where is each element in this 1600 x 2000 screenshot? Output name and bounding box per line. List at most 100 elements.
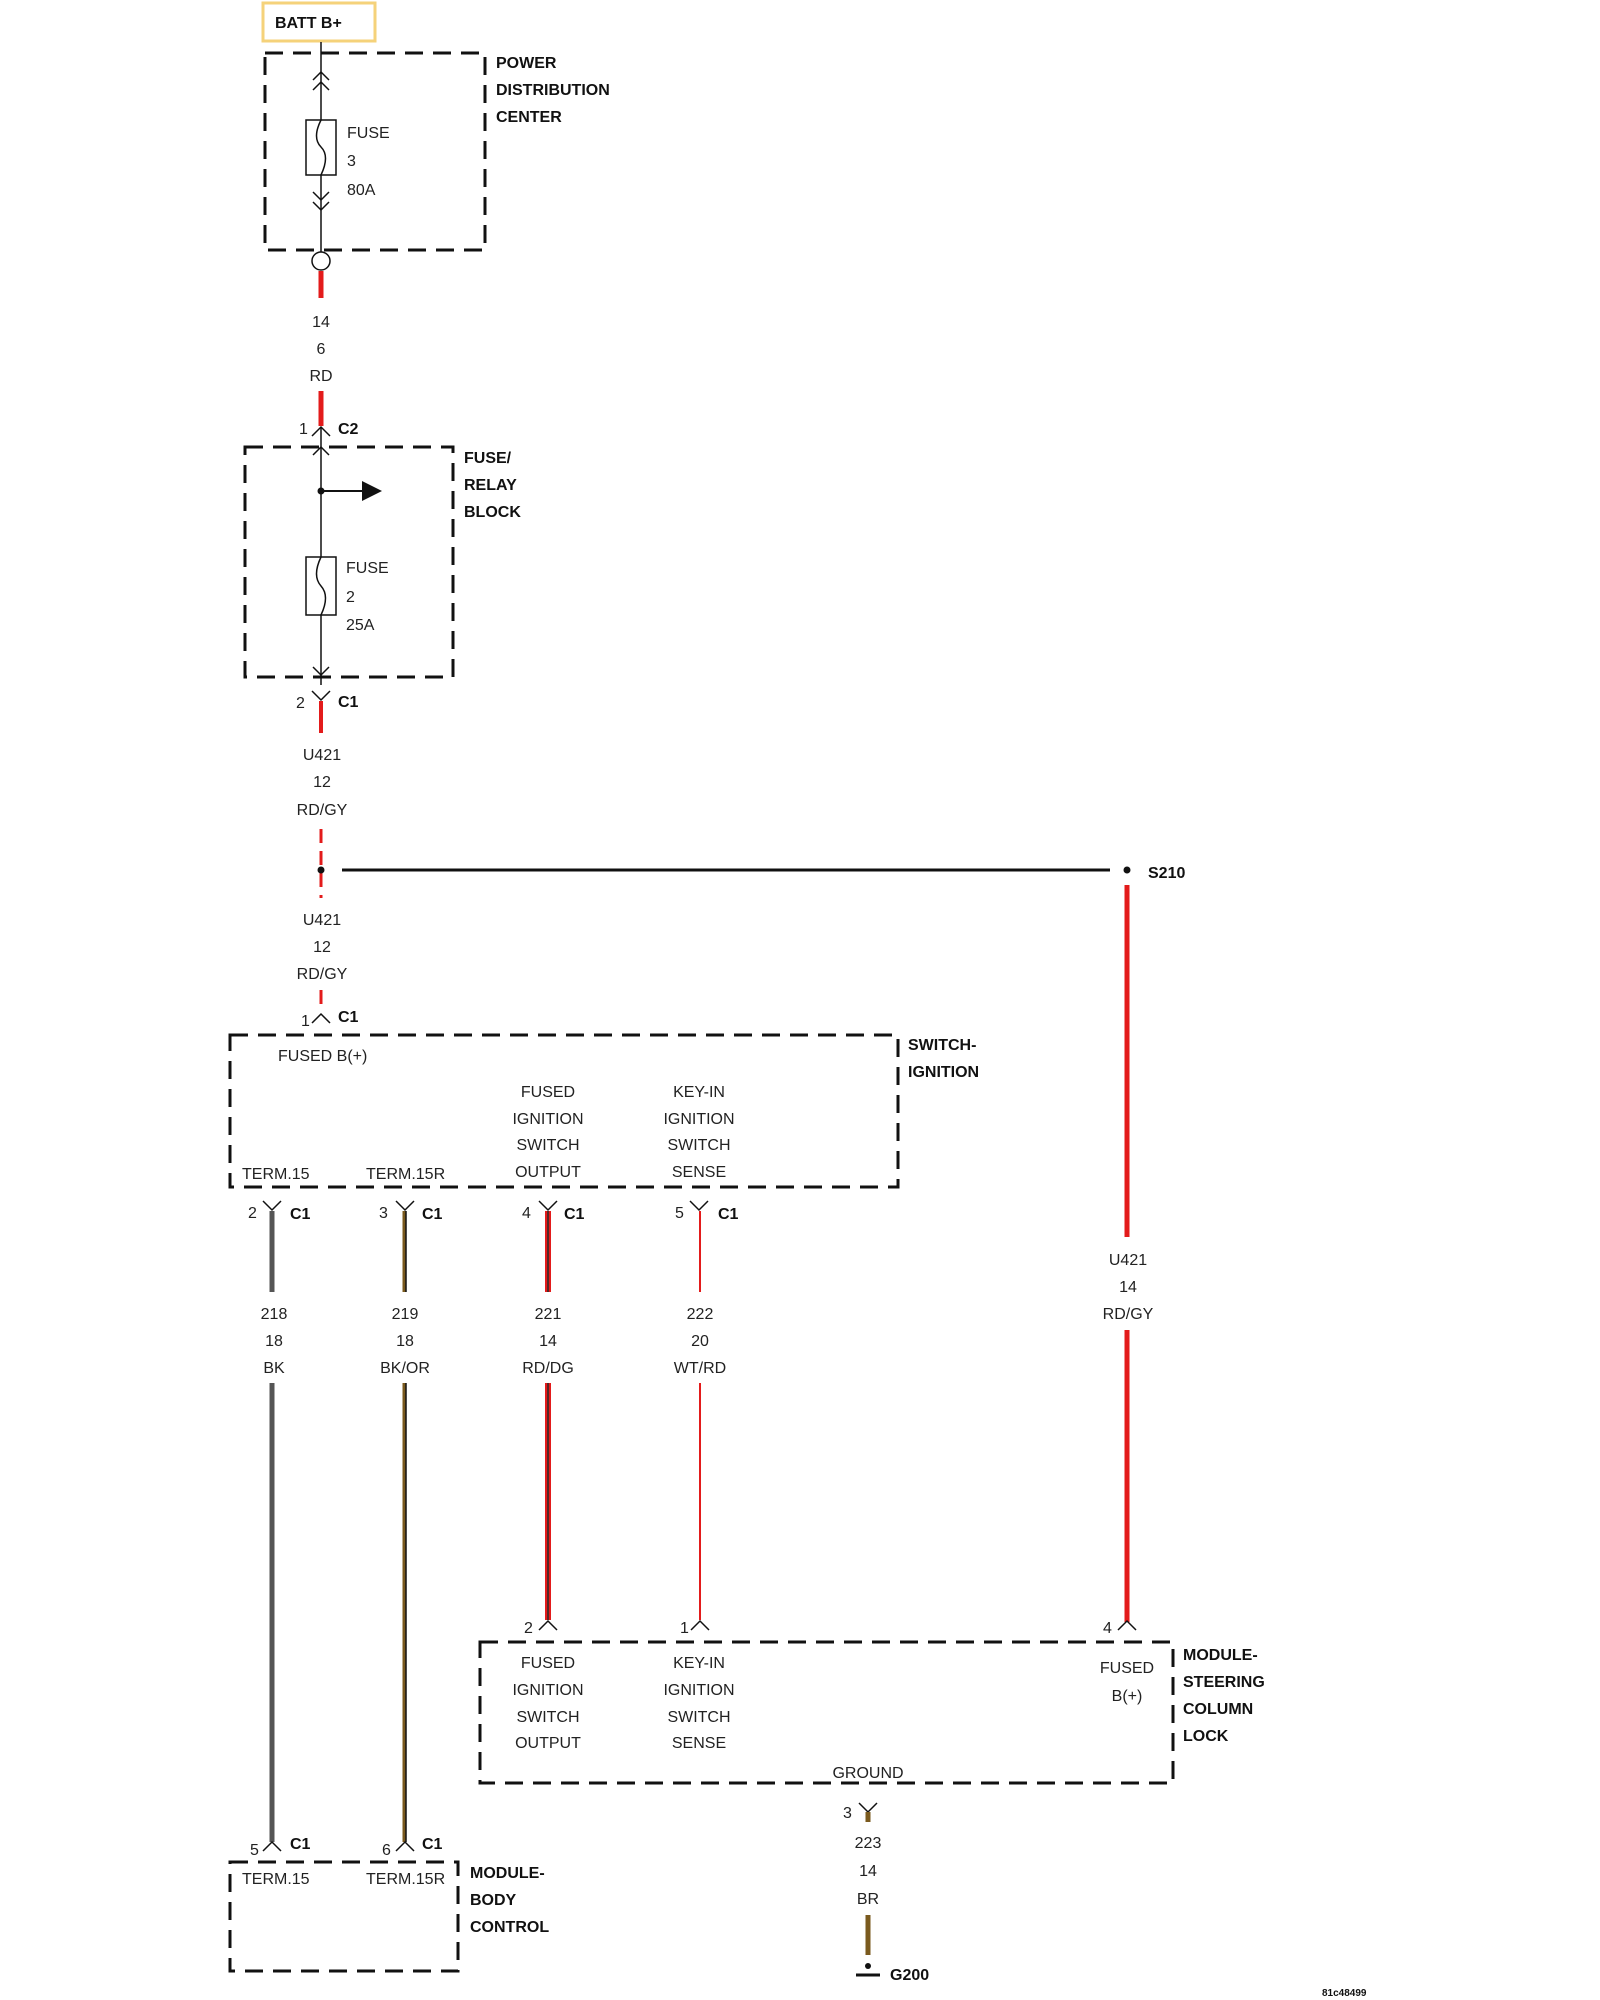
- steering-lock-module-name: MODULE- STEERING COLUMN LOCK: [1183, 1647, 1265, 1745]
- svg-text:18: 18: [396, 1333, 414, 1350]
- svg-text:C1: C1: [290, 1206, 311, 1223]
- svg-text:5: 5: [675, 1205, 684, 1222]
- svg-text:MODULE-: MODULE-: [470, 1865, 545, 1882]
- ground-icon: [856, 1963, 880, 1977]
- pdc-box: [263, 51, 487, 252]
- body-control-module-box: [228, 1860, 460, 1973]
- svg-text:TERM.15: TERM.15: [242, 1166, 310, 1183]
- switch-keyin-label: KEY-IN IGNITION SWITCH SENSE: [663, 1084, 734, 1181]
- svg-text:25A: 25A: [346, 617, 375, 634]
- svg-text:12: 12: [313, 774, 331, 791]
- svg-text:14: 14: [539, 1333, 557, 1350]
- svg-text:18: 18: [265, 1333, 283, 1350]
- svg-text:20: 20: [691, 1333, 709, 1350]
- svg-text:RD: RD: [309, 368, 332, 385]
- svg-text:BR: BR: [857, 1891, 879, 1908]
- batt-box: [261, 1, 377, 43]
- svg-text:C1: C1: [564, 1206, 585, 1223]
- svg-text:SENSE: SENSE: [672, 1164, 726, 1181]
- svg-text:KEY-IN: KEY-IN: [673, 1655, 725, 1672]
- svg-text:2: 2: [296, 695, 305, 712]
- svg-text:219: 219: [392, 1306, 419, 1323]
- bcm-pins: 5 C1 6 C1: [250, 1836, 443, 1859]
- svg-text:SWITCH: SWITCH: [667, 1137, 730, 1154]
- svg-text:B(+): B(+): [1112, 1688, 1143, 1705]
- svg-text:14: 14: [312, 314, 330, 331]
- svg-text:IGNITION: IGNITION: [663, 1682, 734, 1699]
- svg-text:2: 2: [248, 1205, 257, 1222]
- body-control-module-name: MODULE- BODY CONTROL: [470, 1865, 549, 1936]
- svg-text:IGNITION: IGNITION: [512, 1111, 583, 1128]
- wire-label-221: 221 14 RD/DG: [522, 1306, 574, 1377]
- wire-label-219: 219 18 BK/OR: [380, 1306, 430, 1377]
- frb-name: FUSE/ RELAY BLOCK: [464, 450, 521, 521]
- scl-fused-output-label: FUSED IGNITION SWITCH OUTPUT: [512, 1655, 583, 1752]
- svg-text:C1: C1: [718, 1206, 739, 1223]
- svg-text:TERM.15: TERM.15: [242, 1871, 310, 1888]
- svg-text:FUSED: FUSED: [521, 1084, 575, 1101]
- svg-text:BLOCK: BLOCK: [464, 504, 521, 521]
- svg-text:5: 5: [250, 1842, 259, 1859]
- svg-text:RD/GY: RD/GY: [1103, 1306, 1154, 1323]
- scl-fused-b-label: FUSED B(+): [1100, 1660, 1154, 1705]
- batt-label: BATT B+: [275, 15, 342, 32]
- terminal-ring-icon: [311, 251, 331, 271]
- svg-text:221: 221: [535, 1306, 562, 1323]
- svg-text:IGNITION: IGNITION: [908, 1064, 979, 1081]
- svg-text:1: 1: [301, 1013, 310, 1030]
- svg-text:218: 218: [261, 1306, 288, 1323]
- svg-text:223: 223: [855, 1835, 882, 1852]
- fused-b-label: FUSED B(+): [278, 1048, 367, 1065]
- svg-text:CONTROL: CONTROL: [470, 1919, 549, 1936]
- svg-text:C1: C1: [422, 1836, 443, 1853]
- svg-text:C1: C1: [290, 1836, 311, 1853]
- svg-text:TERM.15R: TERM.15R: [366, 1166, 445, 1183]
- connector-c1-icon: [311, 690, 331, 702]
- pdc-fuse-label: FUSE 3 80A: [347, 125, 390, 199]
- svg-text:KEY-IN: KEY-IN: [673, 1084, 725, 1101]
- svg-text:SENSE: SENSE: [672, 1735, 726, 1752]
- svg-text:STEERING: STEERING: [1183, 1674, 1265, 1691]
- svg-text:TERM.15R: TERM.15R: [366, 1871, 445, 1888]
- steering-lock-module-box: [478, 1640, 1175, 1785]
- svg-text:MODULE-: MODULE-: [1183, 1647, 1258, 1664]
- svg-text:3: 3: [379, 1205, 388, 1222]
- svg-text:12: 12: [313, 939, 331, 956]
- wire-label-223: 223 14 BR: [855, 1835, 882, 1908]
- svg-text:U421: U421: [303, 747, 341, 764]
- svg-text:C1: C1: [338, 1009, 359, 1026]
- ignition-switch-name: SWITCH- IGNITION: [908, 1037, 979, 1081]
- svg-text:C2: C2: [338, 421, 359, 438]
- svg-text:OUTPUT: OUTPUT: [515, 1735, 581, 1752]
- svg-text:C1: C1: [422, 1206, 443, 1223]
- svg-text:LOCK: LOCK: [1183, 1728, 1229, 1745]
- svg-text:IGNITION: IGNITION: [512, 1682, 583, 1699]
- svg-text:2: 2: [346, 589, 355, 606]
- svg-text:3: 3: [843, 1805, 852, 1822]
- figure-id: 81c48499: [1322, 1988, 1367, 1999]
- svg-text:222: 222: [687, 1306, 714, 1323]
- svg-text:FUSE: FUSE: [347, 125, 390, 142]
- frb-fuse-label: FUSE 2 25A: [346, 560, 389, 634]
- svg-text:1: 1: [299, 421, 308, 438]
- wire-label-pdc-frb: 14 6 RD: [309, 314, 332, 385]
- pdc-name: POWER DISTRIBUTION CENTER: [496, 55, 610, 126]
- svg-text:FUSE/: FUSE/: [464, 450, 512, 467]
- svg-text:OUTPUT: OUTPUT: [515, 1164, 581, 1181]
- svg-text:SWITCH: SWITCH: [516, 1709, 579, 1726]
- ignition-switch-box: [228, 1033, 900, 1189]
- svg-text:SWITCH: SWITCH: [516, 1137, 579, 1154]
- svg-text:SWITCH: SWITCH: [667, 1709, 730, 1726]
- wire-label-218: 218 18 BK: [261, 1306, 288, 1377]
- svg-text:COLUMN: COLUMN: [1183, 1701, 1253, 1718]
- svg-text:2: 2: [524, 1620, 533, 1637]
- svg-text:BODY: BODY: [470, 1892, 517, 1909]
- wire-label-u421-b: U421 12 RD/GY: [297, 912, 348, 983]
- svg-text:FUSED: FUSED: [521, 1655, 575, 1672]
- ground-label: G200: [890, 1967, 929, 1984]
- svg-text:RD/DG: RD/DG: [522, 1360, 574, 1377]
- wire-label-222: 222 20 WT/RD: [674, 1306, 726, 1377]
- svg-text:6: 6: [317, 341, 326, 358]
- splice-label: S210: [1148, 865, 1185, 882]
- switch-pins: 2 C1 3 C1 4 C1 5 C1: [248, 1200, 739, 1223]
